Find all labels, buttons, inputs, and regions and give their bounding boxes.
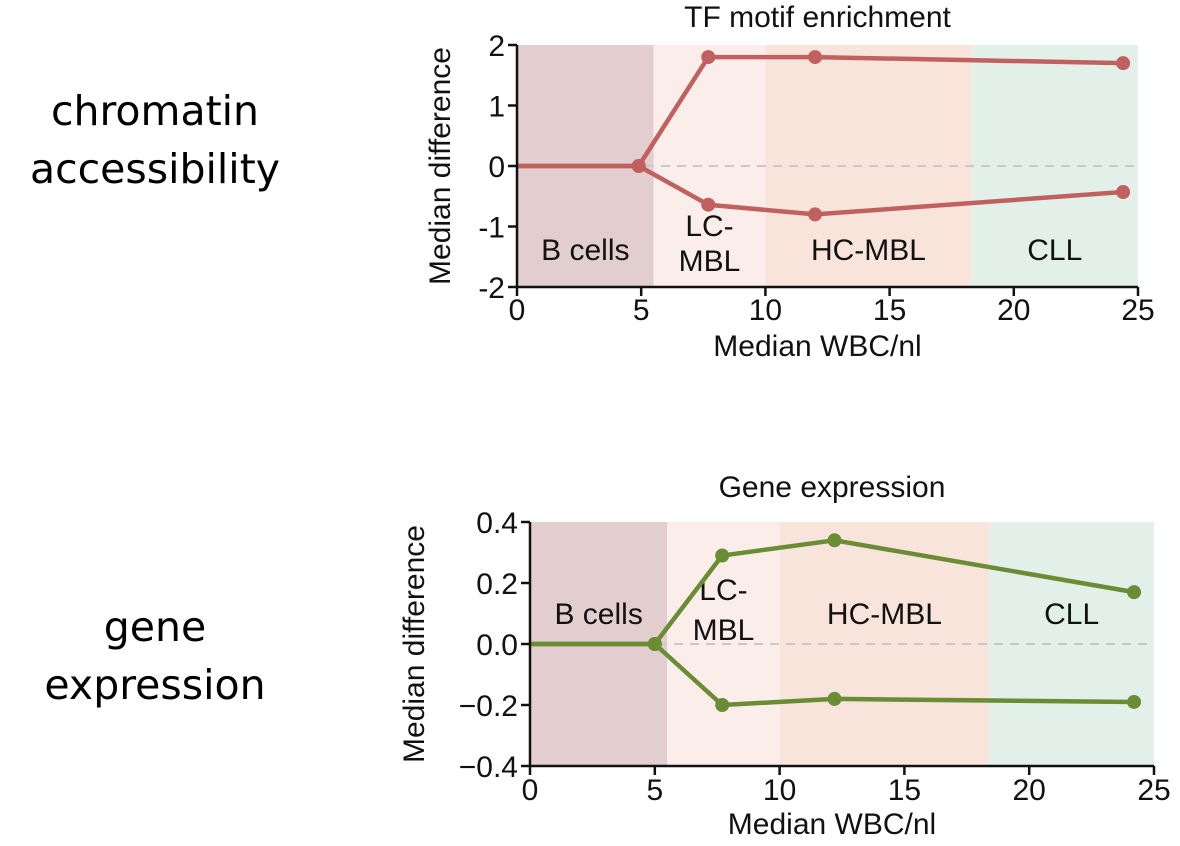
region-label: LC-: [699, 574, 747, 607]
data-point: [1127, 694, 1142, 709]
x-tick-label: 10: [749, 294, 782, 327]
region-label: HC-MBL: [827, 598, 942, 631]
data-point: [701, 50, 716, 65]
x-tick-label: 0: [509, 294, 526, 327]
region-label: CLL: [1027, 234, 1082, 267]
data-point: [1127, 585, 1142, 600]
y-tick-label: 0: [488, 151, 505, 184]
data-point: [827, 533, 842, 548]
data-point: [827, 691, 842, 706]
data-point: [647, 637, 662, 651]
y-tick-label: −0.2: [459, 690, 518, 723]
data-point: [631, 159, 646, 173]
row-label-line: accessibility: [29, 145, 281, 193]
region-label: CLL: [1044, 598, 1099, 631]
y-tick-label: −0.4: [459, 751, 518, 784]
x-tick-label: 25: [1137, 774, 1170, 807]
data-point: [808, 50, 823, 65]
x-tick-label: 20: [1013, 774, 1046, 807]
data-point: [808, 207, 823, 222]
y-axis-label: Median difference: [424, 47, 457, 285]
x-tick-label: 20: [997, 294, 1030, 327]
data-point: [715, 698, 730, 712]
x-tick-label: 5: [646, 774, 663, 807]
chart-title: Gene expression: [719, 471, 946, 504]
x-tick-label: 10: [763, 774, 796, 807]
y-tick-label: 0.0: [476, 629, 518, 662]
region-label: LC-: [685, 210, 733, 243]
x-tick-label: 15: [873, 294, 906, 327]
y-tick-label: 0.2: [476, 568, 518, 601]
x-axis-label: Median WBC/nl: [713, 330, 921, 363]
region-label: B cells: [554, 598, 642, 631]
row-label-line: chromatin: [50, 87, 260, 135]
y-tick-label: 2: [488, 30, 505, 63]
data-point: [1116, 56, 1131, 71]
data-point: [1116, 185, 1131, 200]
x-tick-label: 25: [1121, 294, 1154, 327]
data-point: [701, 197, 716, 212]
row-label-chromatin-accessibility: chromatin accessibility: [5, 82, 305, 198]
y-tick-label: 1: [488, 91, 505, 124]
region-label: MBL: [679, 245, 741, 278]
row-label-gene-expression: gene expression: [5, 598, 305, 714]
y-tick-label: -1: [478, 212, 505, 245]
y-axis-label: Median difference: [398, 525, 431, 763]
region-label: B cells: [541, 234, 629, 267]
x-tick-label: 15: [888, 774, 921, 807]
region-label: MBL: [693, 614, 755, 647]
row-label-line: gene: [103, 603, 207, 651]
row-label-line: expression: [44, 661, 266, 709]
y-tick-label: 0.4: [476, 507, 518, 540]
y-tick-label: -2: [478, 272, 505, 305]
x-tick-label: 0: [522, 774, 539, 807]
chart-gene-expression: B cells LC- MBL HC-MBL CLL 0.4 0.2 0.0 −0.2 −0.40…: [398, 471, 1171, 841]
x-tick-label: 5: [633, 294, 650, 327]
x-axis-label: Median WBC/nl: [728, 808, 936, 841]
chart-title: TF motif enrichment: [684, 1, 951, 34]
region-label: HC-MBL: [811, 234, 926, 267]
data-point: [715, 548, 730, 563]
